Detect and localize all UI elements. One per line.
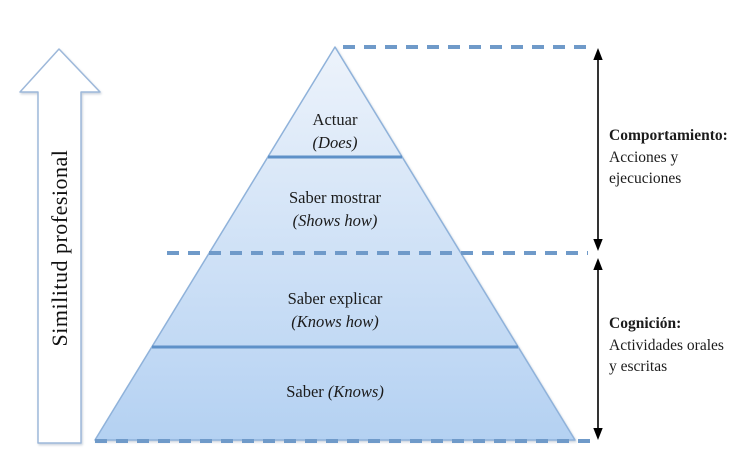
level-label: Saber xyxy=(286,382,324,401)
annotation-line: Acciones y xyxy=(609,148,679,166)
level-sublabel: (Does) xyxy=(312,133,358,152)
cognicion-range-arrow-icon xyxy=(593,258,603,440)
annotation-line: ejecuciones xyxy=(609,170,682,187)
level-label: Actuar xyxy=(312,110,358,129)
annotation-comportamiento: Comportamiento: Acciones y ejecuciones xyxy=(609,125,755,190)
annotation-title: Comportamiento: xyxy=(609,127,728,144)
similarity-axis-label: Similitud profesional xyxy=(47,149,72,347)
level-label: Saber mostrar xyxy=(288,188,382,207)
annotation-cognicion: Cognición: Actividades orales y escritas xyxy=(609,313,755,378)
level-sublabel: (Shows how) xyxy=(292,211,378,230)
annotation-line: Actividades orales xyxy=(609,336,724,354)
pyramid-level-saber: Saber (Knows) xyxy=(185,380,485,403)
pyramid-level-saber-mostrar: Saber mostrar (Shows how) xyxy=(185,186,485,232)
level-sublabel: (Knows how) xyxy=(291,312,379,331)
annotation-title: Cognición: xyxy=(609,315,682,332)
pyramid-level-actuar: Actuar (Does) xyxy=(185,108,485,154)
level-label: Saber explicar xyxy=(287,289,383,308)
pyramid-level-saber-explicar: Saber explicar (Knows how) xyxy=(185,287,485,333)
level-sublabel: (Knows) xyxy=(327,382,384,401)
annotation-line: y escritas xyxy=(609,358,668,375)
up-arrow-icon xyxy=(19,48,101,444)
comportamiento-range-arrow-icon xyxy=(593,48,603,251)
